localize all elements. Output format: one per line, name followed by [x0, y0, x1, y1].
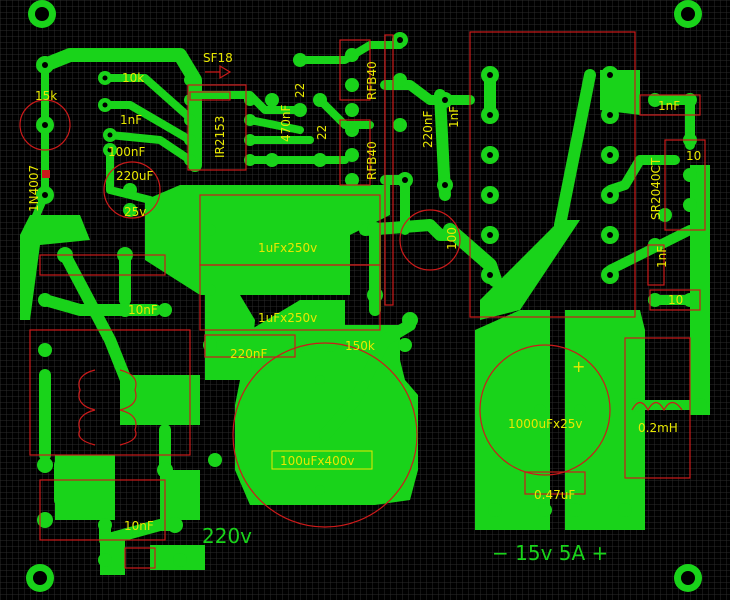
- label-r-10k: 10k: [122, 71, 144, 85]
- rfb40-a-outline: [339, 39, 371, 101]
- label-plus-mark: +: [572, 357, 585, 376]
- component-outlines: [19, 31, 706, 569]
- label-r-150k: 150k: [345, 339, 375, 353]
- label-d-1n4007: 1N4007: [27, 165, 41, 212]
- transformer-outline: [469, 31, 636, 318]
- label-l-02mh: 0.2mH: [638, 421, 678, 435]
- label-ic-ir2153: IR2153: [213, 116, 227, 158]
- label-c-220nf-top: 220nF: [421, 110, 435, 148]
- label-q-rfb40-b: RFB40: [365, 141, 379, 180]
- label-r-15k: 15k: [35, 89, 57, 103]
- choke-coil-right: [119, 369, 137, 446]
- label-d-sr2040: SR2040CT: [649, 157, 663, 220]
- mounting-holes: [26, 0, 702, 592]
- r100-outline: [399, 209, 461, 271]
- label-r-100: 100: [445, 227, 459, 250]
- label-c-1000uf: 1000uFx25v: [508, 417, 583, 431]
- label-r-22-a: 22: [293, 83, 307, 98]
- label-c-1uf-b: 1uFx250v: [258, 311, 317, 325]
- label-c-1nf-d: 1nF: [655, 246, 669, 268]
- label-v-220v: 220v: [202, 524, 252, 548]
- inductor-coil: [631, 401, 683, 412]
- diode-band: [42, 170, 50, 178]
- label-c-1nf-c: 1nF: [658, 99, 680, 113]
- choke-coil-left: [78, 369, 96, 446]
- rfb40-b-outline: [339, 119, 371, 186]
- label-c-100uf: 100uFx400v: [280, 454, 355, 468]
- c220uf-outline: [103, 161, 161, 219]
- label-sf18: SF18: [203, 51, 233, 65]
- label-c-470nf: 470nF: [279, 104, 293, 142]
- ir2153-outline: [187, 84, 247, 171]
- label-c-10nf-a: 10nF: [128, 303, 158, 317]
- label-r-22-b: 22: [315, 125, 329, 140]
- label-c-100nf: 100nF: [108, 145, 146, 159]
- label-r-10-a: 10: [686, 149, 701, 163]
- r15k-outline: [19, 99, 71, 151]
- label-c-047uf: 0.47uF: [534, 488, 575, 502]
- c1000uf-outline: [479, 344, 611, 476]
- label-c-1nf-a: 1nF: [120, 113, 142, 127]
- label-c-1uf-a: 1uFx250v: [258, 241, 317, 255]
- label-c-1nf-b: 1nF: [447, 106, 461, 128]
- component-pads: [36, 32, 707, 567]
- label-v-25v: 25v: [124, 205, 146, 219]
- c100uf-outline: [232, 342, 418, 528]
- label-q-rfb40-a: RFB40: [365, 61, 379, 100]
- inductor-outline: [624, 337, 691, 479]
- label-c-220uf: 220uF: [116, 169, 154, 183]
- label-c-10nf-b: 10nF: [124, 519, 154, 533]
- label-output: − 15v 5A +: [492, 541, 608, 565]
- silkscreen-labels: 15k 1N4007 SF18 10k 1nF 100nF 220uF 25v …: [27, 51, 701, 565]
- sf18-diode-symbol: [205, 64, 232, 80]
- label-c-220nf-mid: 220nF: [230, 347, 268, 361]
- label-r-10-b: 10: [668, 293, 683, 307]
- common-mode-choke-outline: [29, 329, 191, 456]
